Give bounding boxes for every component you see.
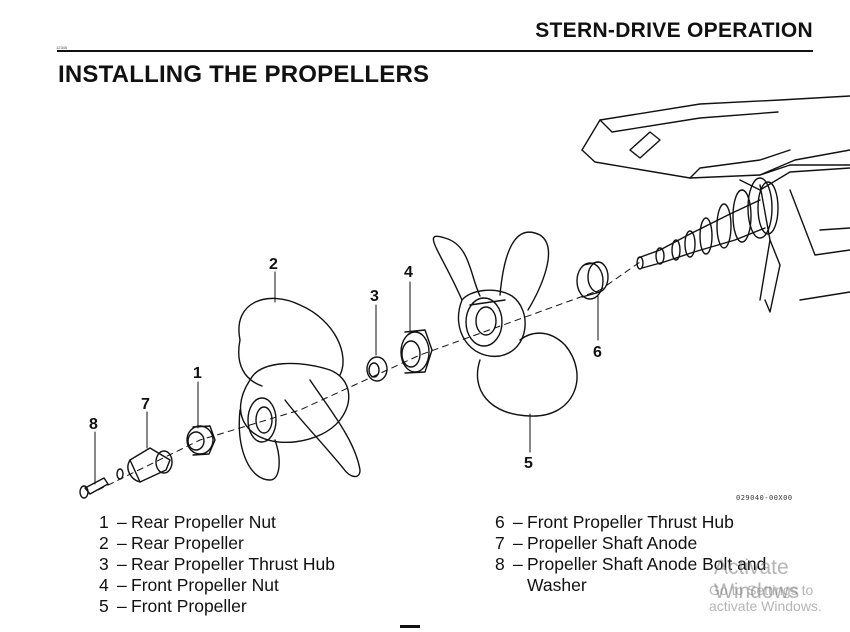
- page-code: 12345: [56, 45, 68, 50]
- page-title: INSTALLING THE PROPELLERS: [58, 61, 430, 88]
- rear-propeller-thrust-hub: [366, 356, 388, 382]
- callout-3: 3: [370, 288, 379, 305]
- legend-item: 3–Rear Propeller Thrust Hub: [99, 554, 335, 574]
- callout-8: 8: [89, 416, 98, 433]
- figure-caption-stub: [400, 625, 420, 632]
- front-propeller-nut: [400, 329, 433, 374]
- activate-windows-watermark: Activate Windows: [714, 556, 800, 603]
- legend-item: 7–Propeller Shaft Anode: [495, 533, 698, 553]
- legend-item: 2–Rear Propeller: [99, 533, 244, 553]
- callout-leaders: [94, 271, 599, 485]
- front-propeller: [432, 231, 578, 417]
- front-propeller-thrust-hub: [576, 261, 609, 300]
- propeller-shaft-anode: [127, 447, 173, 483]
- section-header: STERN-DRIVE OPERATION: [535, 19, 813, 42]
- callout-7: 7: [141, 396, 150, 413]
- callout-6: 6: [593, 344, 602, 361]
- rear-propeller: [238, 297, 361, 481]
- callout-4: 4: [404, 264, 413, 281]
- legend-item: 1–Rear Propeller Nut: [99, 512, 276, 532]
- callout-5: 5: [524, 455, 533, 472]
- stern-drive-housing: [581, 95, 850, 313]
- legend-item: 6–Front Propeller Thrust Hub: [495, 512, 734, 532]
- activate-windows-hint: Go to Settings to activate Windows.: [709, 582, 822, 614]
- header-rule: [57, 50, 813, 52]
- legend-item: 4–Front Propeller Nut: [99, 575, 279, 595]
- figure-code: 029040-00X00: [736, 494, 793, 502]
- callout-1: 1: [193, 365, 202, 382]
- legend-item: 5–Front Propeller: [99, 596, 247, 616]
- legend-right: 6–Front Propeller Thrust Hub 7–Propeller…: [495, 512, 795, 596]
- callout-2: 2: [269, 256, 278, 273]
- rear-propeller-nut: [186, 425, 216, 456]
- legend-item: 8–Propeller Shaft Anode Bolt and Washer: [495, 554, 767, 595]
- anode-bolt-and-washer: [79, 468, 124, 499]
- legend-left: 1–Rear Propeller Nut 2–Rear Propeller 3–…: [99, 512, 335, 617]
- propeller-shaft: [636, 177, 779, 270]
